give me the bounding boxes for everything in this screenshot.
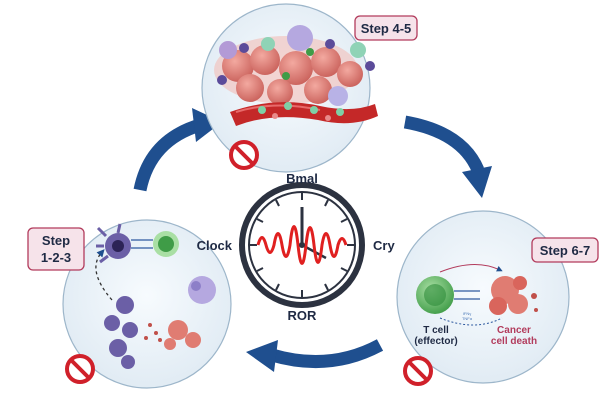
clock-icon bbox=[239, 182, 365, 308]
dying-tumor-cells bbox=[144, 320, 201, 350]
migration-path bbox=[95, 249, 113, 301]
macrophage bbox=[188, 276, 216, 304]
immune-cell-cluster bbox=[104, 296, 138, 369]
step-badge-top: Step 4-5 bbox=[354, 15, 418, 41]
step-label-left-2: 1-2-3 bbox=[41, 250, 71, 265]
step-label-left-1: Step bbox=[42, 233, 70, 248]
prohibited-icon bbox=[403, 356, 433, 386]
cytokine-label-2: TNFα bbox=[462, 316, 473, 321]
t-cell-effector bbox=[416, 276, 454, 314]
prohibited-icon bbox=[65, 354, 95, 384]
tumor-cluster bbox=[214, 25, 375, 106]
left-panel: Step 1-2-3 bbox=[27, 219, 232, 389]
step-label-top: Step 4-5 bbox=[361, 21, 412, 36]
clock-label-left: Clock bbox=[197, 238, 233, 253]
arrow-head bbox=[192, 108, 222, 142]
cycle-arrow-icon bbox=[133, 118, 203, 192]
clock-label-top: Bmal bbox=[286, 171, 318, 186]
step-label-right: Step 6-7 bbox=[540, 243, 591, 258]
cycle-arrow-icon bbox=[270, 339, 384, 369]
cancer-label-2: cell death bbox=[491, 336, 537, 347]
clock-label-right: Cry bbox=[373, 238, 395, 253]
step-badge-left: Step 1-2-3 bbox=[27, 227, 85, 271]
prohibited-icon bbox=[229, 140, 259, 170]
dendritic-cell bbox=[96, 223, 131, 264]
arrow-head bbox=[462, 166, 492, 198]
right-panel: IFNγ TNFα T cell (effector) Cancer cell … bbox=[396, 210, 599, 386]
tcell-label-2: (effector) bbox=[414, 336, 457, 347]
cycle-arrow-icon bbox=[403, 115, 484, 173]
step-badge-right: Step 6-7 bbox=[531, 237, 599, 263]
cycle-arrows bbox=[133, 108, 492, 372]
cancer-cell bbox=[489, 276, 538, 315]
cytokine-label-1: IFNγ bbox=[463, 311, 471, 316]
cancer-label-1: Cancer bbox=[497, 325, 531, 336]
tcell-label-1: T cell bbox=[423, 325, 449, 336]
arrow-head bbox=[246, 340, 278, 372]
top-panel: Step 4-5 bbox=[201, 3, 418, 173]
circadian-wave bbox=[256, 225, 348, 265]
blood-vessel bbox=[230, 102, 378, 126]
t-cell-left bbox=[153, 231, 179, 257]
clock-label-bottom: ROR bbox=[288, 308, 318, 323]
